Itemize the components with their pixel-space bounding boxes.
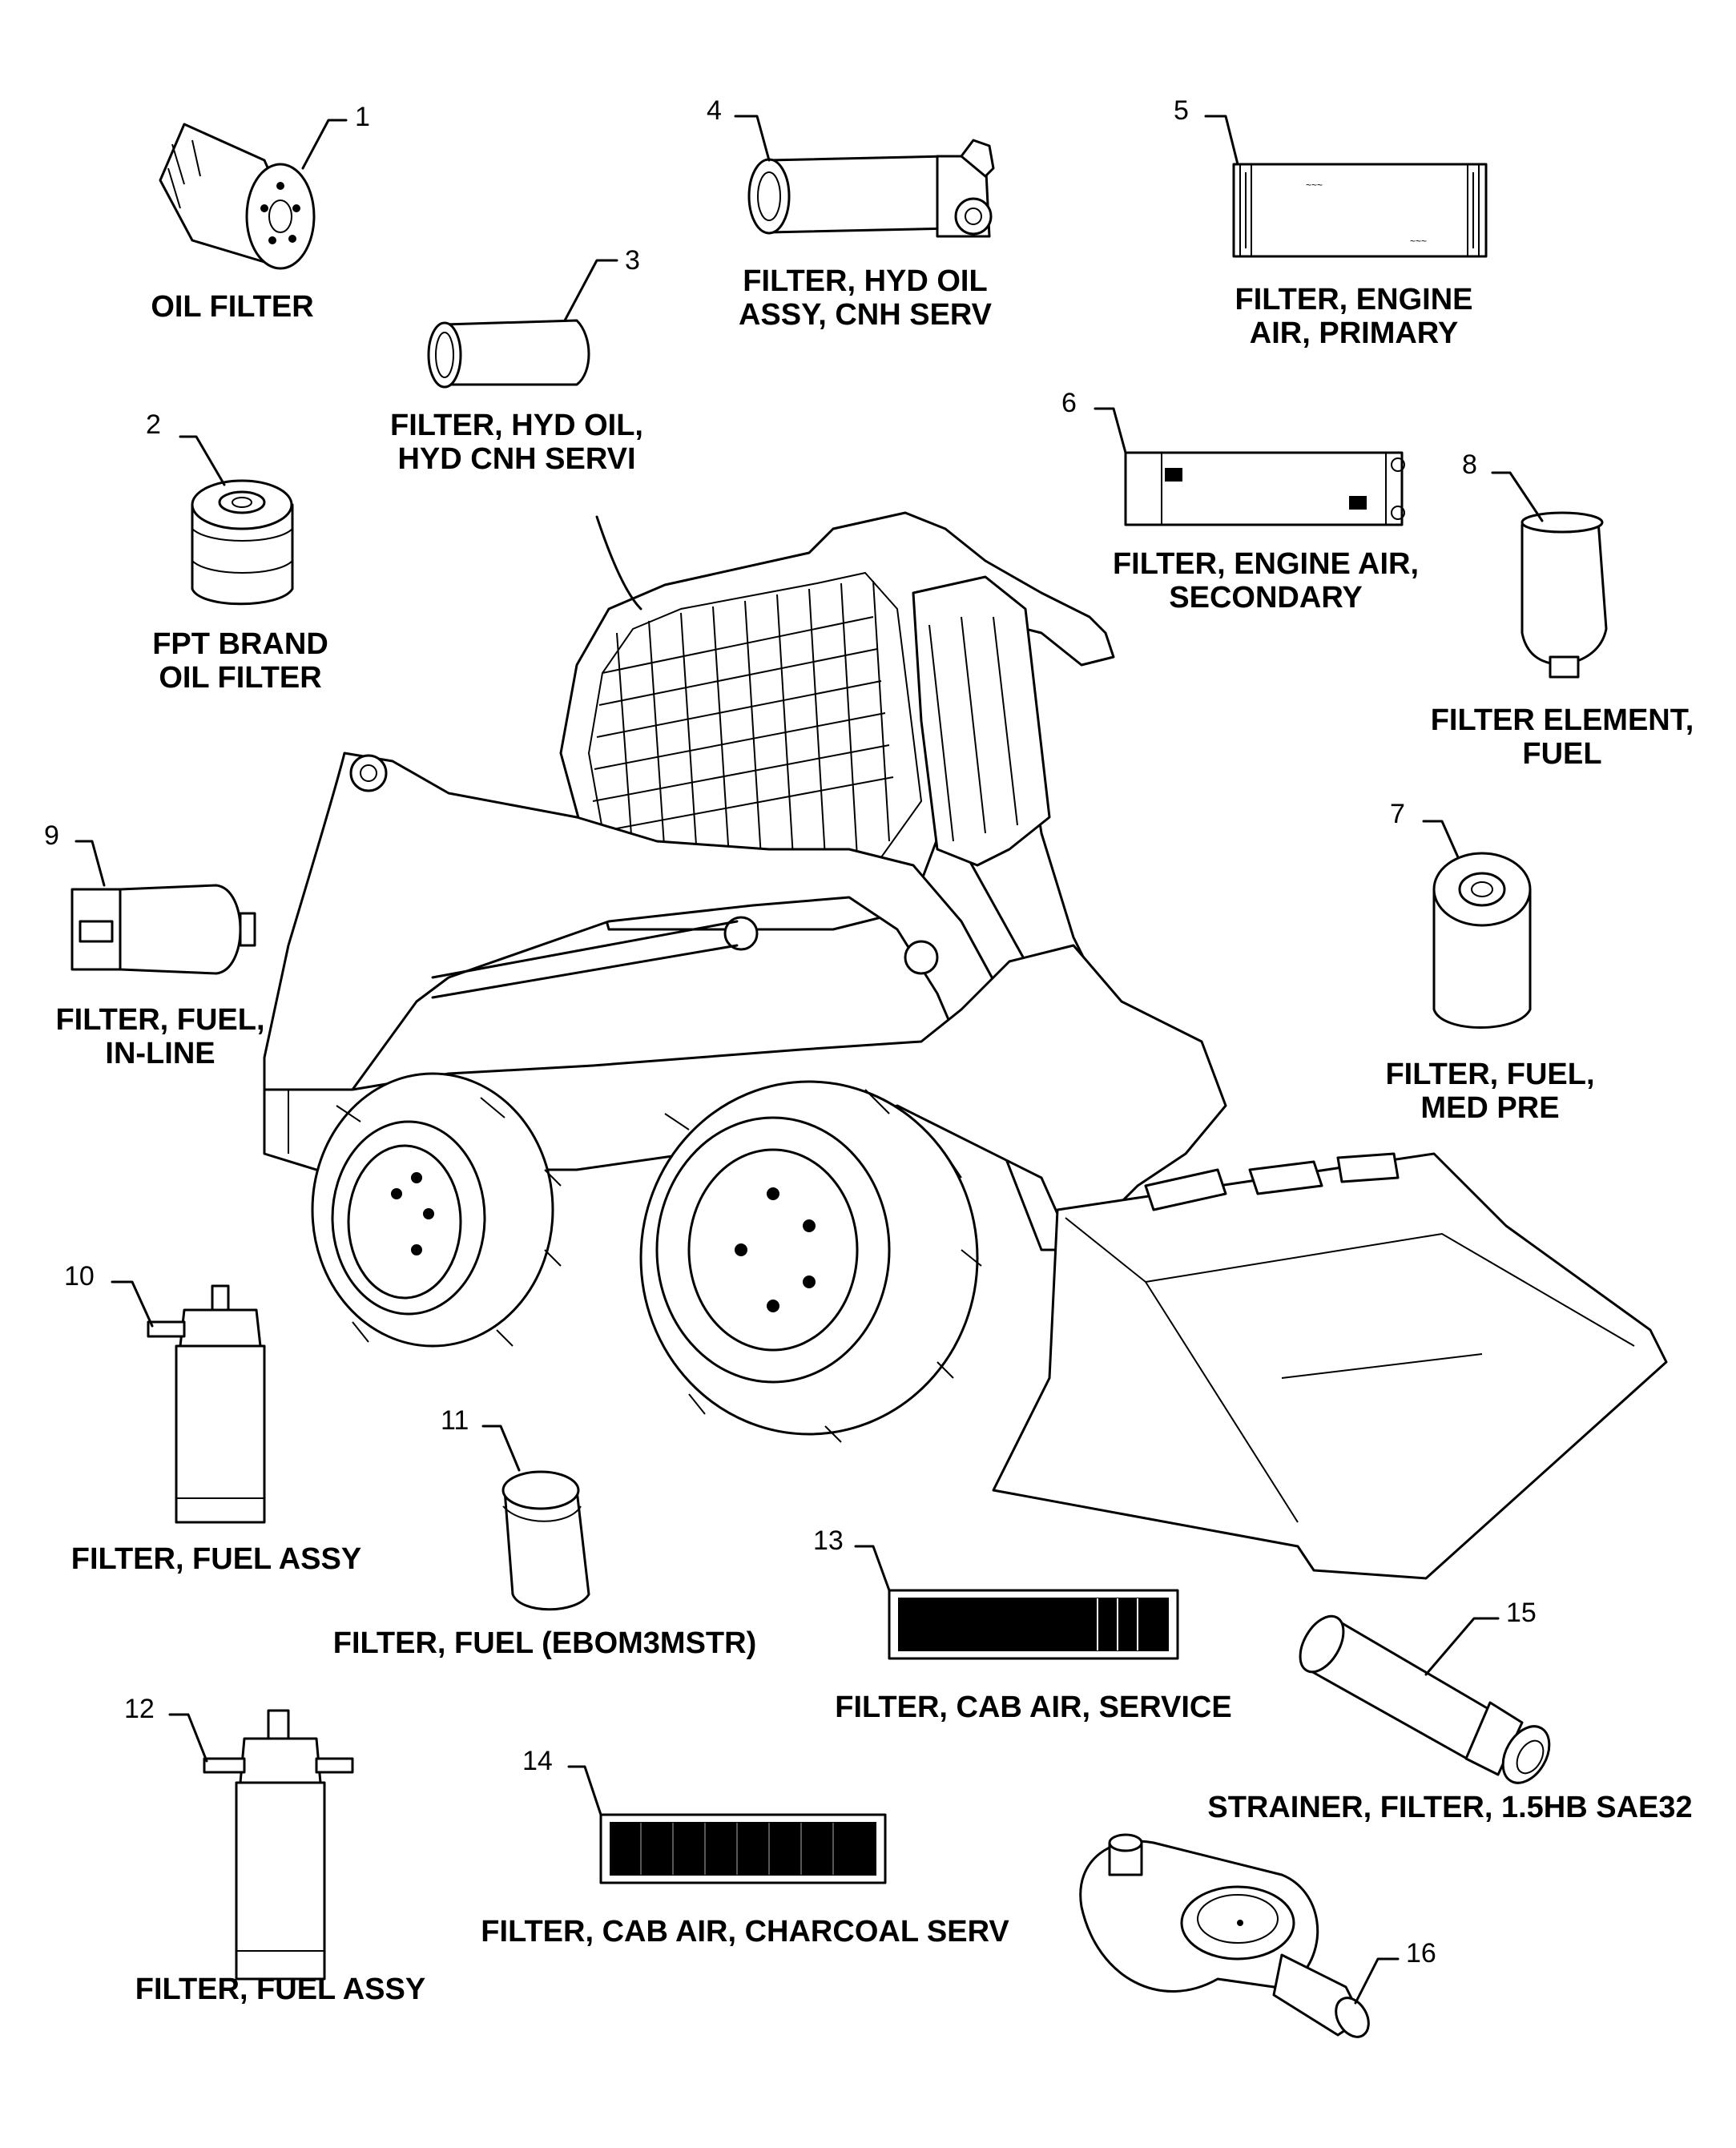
inline-fuel-filter-icon [70,884,256,975]
part-label-9-line-1: FILTER, FUEL, [55,1003,265,1037]
part-label-14: FILTER, CAB AIR, CHARCOAL SERV [481,1915,1009,1949]
part-label-13-line-1: FILTER, CAB AIR, SERVICE [835,1691,1232,1724]
part-label-5-line-1: FILTER, ENGINE [1235,283,1473,316]
callout-number-4: 4 [707,95,722,126]
callout-number-13: 13 [813,1525,844,1556]
part-label-9-line-2: IN-LINE [105,1037,215,1070]
svg-text:~~~: ~~~ [1306,179,1323,191]
spin-on-oil-filter-icon-2 [191,479,294,606]
part-label-7-line-2: MED PRE [1420,1091,1560,1125]
part-label-14-line-1: FILTER, CAB AIR, CHARCOAL SERV [481,1915,1009,1949]
part-label-9: FILTER, FUEL, IN-LINE [32,1003,288,1070]
cartridge-filter-icon [427,319,590,389]
fuel-filter-assembly-icon [147,1284,266,1524]
part-label-6-line-1: FILTER, ENGINE AIR, [1112,547,1420,581]
spin-on-oil-filter-icon [159,123,316,270]
spin-on-fuel-filter-icon-2 [501,1470,590,1611]
rear-tire [311,1072,562,1348]
callout-number-1: 1 [355,102,370,132]
part-label-1-line-1: OIL FILTER [151,290,314,324]
part-label-11-line-1: FILTER, FUEL (EBOM3MSTR) [332,1626,757,1660]
hydraulic-filter-assembly-icon [747,139,995,238]
cab-air-filter-panel-icon-2 [599,1813,887,1884]
callout-number-9: 9 [44,820,59,851]
svg-text:~~~: ~~~ [1410,236,1427,247]
part-label-7: FILTER, FUEL, MED PRE [1338,1058,1642,1125]
part-label-8-line-2: FUEL [1522,737,1602,771]
part-label-12-line-1: FILTER, FUEL ASSY [135,1973,426,2006]
part-label-4-line-2: ASSY, CNH SERV [738,298,993,332]
part-label-8: FILTER ELEMENT, FUEL [1410,703,1714,771]
part-label-15-line-1: STRAINER, FILTER, 1.5HB SAE32 [1207,1791,1693,1824]
part-label-6-line-2: SECONDARY [1169,581,1363,615]
part-label-7-line-1: FILTER, FUEL, [1385,1058,1595,1091]
part-label-2: FPT BRAND OIL FILTER [120,627,360,695]
callout-number-7: 7 [1390,799,1405,829]
part-label-10: FILTER, FUEL ASSY [48,1542,385,1576]
part-label-8-line-1: FILTER ELEMENT, [1430,703,1694,737]
front-tire [639,1080,982,1443]
part-label-3-line-2: HYD CNH SERVI [397,442,636,476]
air-filter-element-icon-2 [1124,451,1405,526]
callout-number-15: 15 [1506,1598,1537,1628]
part-label-2-line-1: FPT BRAND [152,627,328,661]
callout-number-14: 14 [522,1746,553,1776]
fuel-filter-assembly-icon-2 [203,1709,354,1981]
callout-number-5: 5 [1174,95,1189,126]
part-label-11: FILTER, FUEL (EBOM3MSTR) [328,1626,761,1660]
skid-steer-loader-icon [263,511,1668,1580]
part-label-6: FILTER, ENGINE AIR, SECONDARY [1098,547,1434,615]
cab-air-filter-panel-icon [888,1589,1179,1660]
callout-number-6: 6 [1061,388,1077,418]
part-label-3: FILTER, HYD OIL, HYD CNH SERVI [377,409,657,476]
callout-number-12: 12 [124,1694,155,1724]
pre-cleaner-housing-icon [1079,1833,1370,2038]
part-label-4: FILTER, HYD OIL ASSY, CNH SERV [721,264,1009,332]
callout-number-10: 10 [64,1261,95,1292]
part-label-10-line-1: FILTER, FUEL ASSY [70,1542,362,1576]
callout-number-16: 16 [1406,1938,1436,1969]
part-label-13: FILTER, CAB AIR, SERVICE [817,1691,1250,1724]
callout-number-11: 11 [441,1405,469,1436]
callout-number-3: 3 [625,245,640,276]
strainer-filter-icon [1299,1614,1551,1784]
part-label-15: STRAINER, FILTER, 1.5HB SAE32 [1194,1791,1706,1824]
part-label-1: OIL FILTER [128,290,336,324]
spin-on-fuel-filter-icon [1432,852,1532,1029]
callout-number-8: 8 [1462,449,1477,480]
part-label-12: FILTER, FUEL ASSY [112,1973,449,2006]
fuel-filter-element-icon [1521,511,1608,679]
part-label-4-line-1: FILTER, HYD OIL [743,264,988,298]
air-filter-element-icon: ~~~ ~~~ [1232,163,1488,258]
bucket [992,1152,1668,1580]
part-label-5-line-2: AIR, PRIMARY [1249,316,1459,350]
part-label-2-line-2: OIL FILTER [159,661,322,695]
part-label-5: FILTER, ENGINE AIR, PRIMARY [1202,283,1506,350]
part-label-3-line-1: FILTER, HYD OIL, [390,409,643,442]
callout-number-2: 2 [146,409,161,440]
